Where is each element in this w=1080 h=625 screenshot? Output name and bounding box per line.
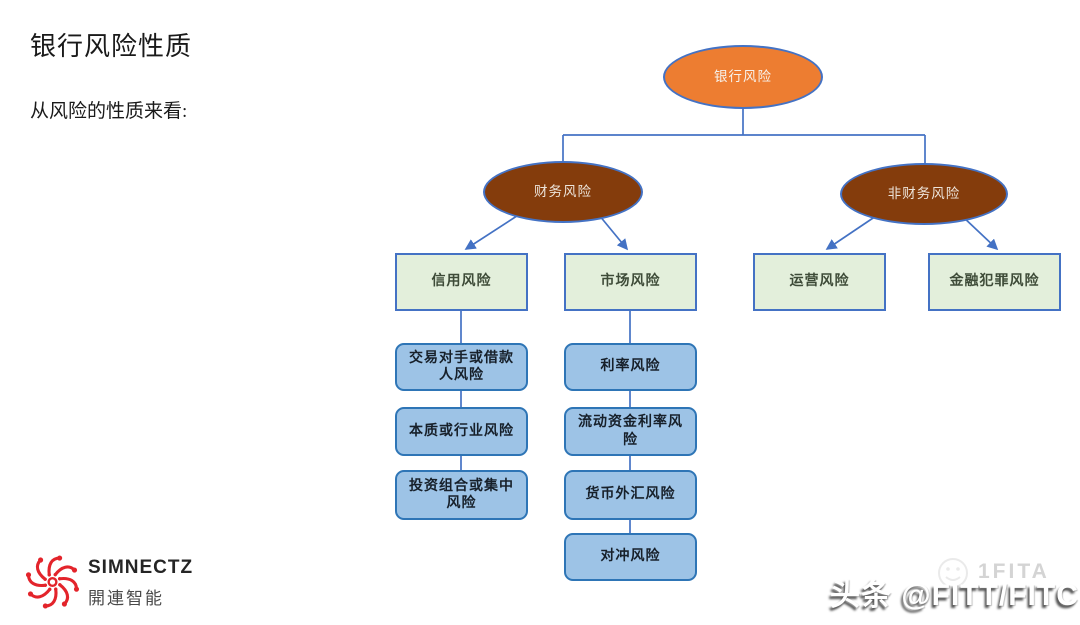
simnectz-logo-icon: [25, 555, 80, 609]
node-hedging-risk: 对冲风险: [564, 533, 697, 581]
node-liquidity-interest-rate-risk: 流动资金利率风险: [564, 407, 697, 456]
node-financial-risk: 财务风险: [483, 161, 643, 223]
node-market-risk: 市场风险: [564, 253, 697, 311]
node-intrinsic-industry-risk: 本质或行业风险: [395, 407, 528, 456]
brand-cjk-name: 開連智能: [88, 589, 164, 608]
node-counterparty-borrower-risk: 交易对手或借款人风险: [395, 343, 528, 391]
node-interest-rate-risk: 利率风险: [564, 343, 697, 391]
node-portfolio-concentration-risk: 投资组合或集中风险: [395, 470, 528, 520]
page-subtitle: 从风险的性质来看:: [30, 101, 188, 122]
page-title: 银行风险性质: [30, 32, 193, 61]
node-currency-fx-risk: 货币外汇风险: [564, 470, 697, 520]
brand-block: SIMNECTZ 開連智能: [25, 553, 193, 611]
node-non-financial-risk: 非财务风险: [840, 163, 1008, 225]
node-operational-risk: 运营风险: [753, 253, 886, 311]
smiley-watermark-icon: [938, 558, 968, 588]
brand-name: SIMNECTZ: [88, 557, 194, 578]
watermark-main-text: 头条 @FITT/FITC: [830, 579, 1079, 612]
node-credit-risk: 信用风险: [395, 253, 528, 311]
watermark-faint-text: 1FITA: [978, 560, 1050, 583]
brand-text: SIMNECTZ 開連智能: [88, 553, 193, 611]
node-bank-risk: 银行风险: [663, 45, 823, 109]
node-financial-crime-risk: 金融犯罪风险: [928, 253, 1061, 311]
